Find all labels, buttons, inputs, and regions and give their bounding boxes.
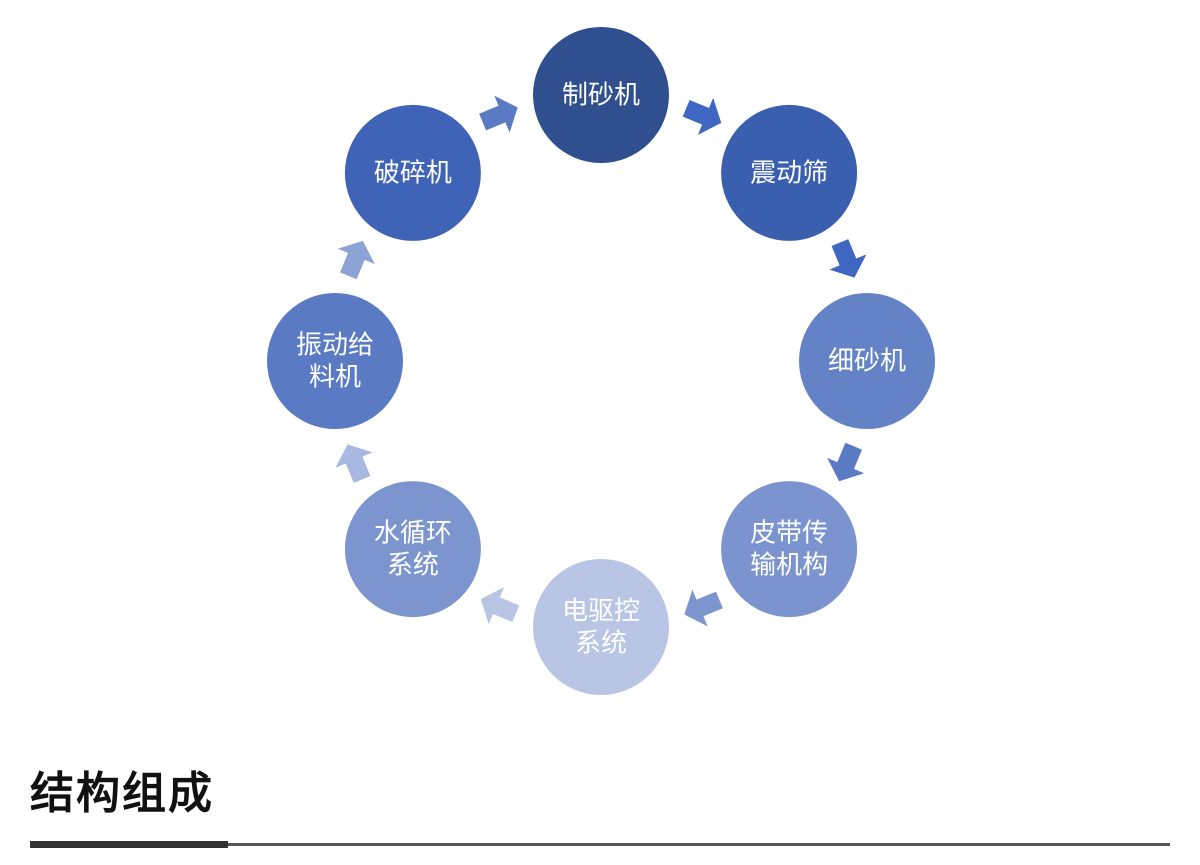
flow-arrow (682, 97, 722, 135)
stage-node-8 (344, 104, 481, 241)
stage-node-1 (533, 27, 669, 163)
stage-node-2 (721, 104, 858, 241)
heading-underline-accent (30, 841, 228, 848)
heading-underline (30, 843, 1170, 846)
flow-arrow (829, 239, 867, 278)
stage-label: 震动筛 (750, 158, 828, 188)
stage-node-3 (799, 293, 935, 429)
stage-label: 细砂机 (828, 347, 906, 377)
stage-node-5 (533, 559, 669, 695)
flow-arrow (479, 95, 518, 133)
section-heading: 结构组成 (30, 768, 214, 819)
stage-label: 料机 (309, 363, 361, 393)
stage-label: 制砂机 (562, 81, 640, 111)
flow-arrow (337, 240, 375, 280)
stage-label: 输机构 (750, 551, 828, 581)
stage-label: 系统 (387, 551, 439, 581)
stage-label: 水循环 (374, 519, 452, 549)
stage-label: 电驱控 (562, 597, 640, 627)
flow-arrow (335, 444, 373, 483)
stage-label: 皮带传 (750, 519, 828, 549)
flow-arrow (684, 589, 723, 627)
stage-node-4 (721, 481, 858, 618)
stage-label: 振动给 (296, 331, 374, 361)
flow-arrow (827, 442, 865, 482)
stage-label: 系统 (575, 629, 627, 659)
flow-arrow (480, 587, 520, 625)
stage-node-6 (344, 481, 481, 618)
stage-node-7 (267, 293, 403, 429)
stage-label: 破碎机 (374, 158, 452, 188)
